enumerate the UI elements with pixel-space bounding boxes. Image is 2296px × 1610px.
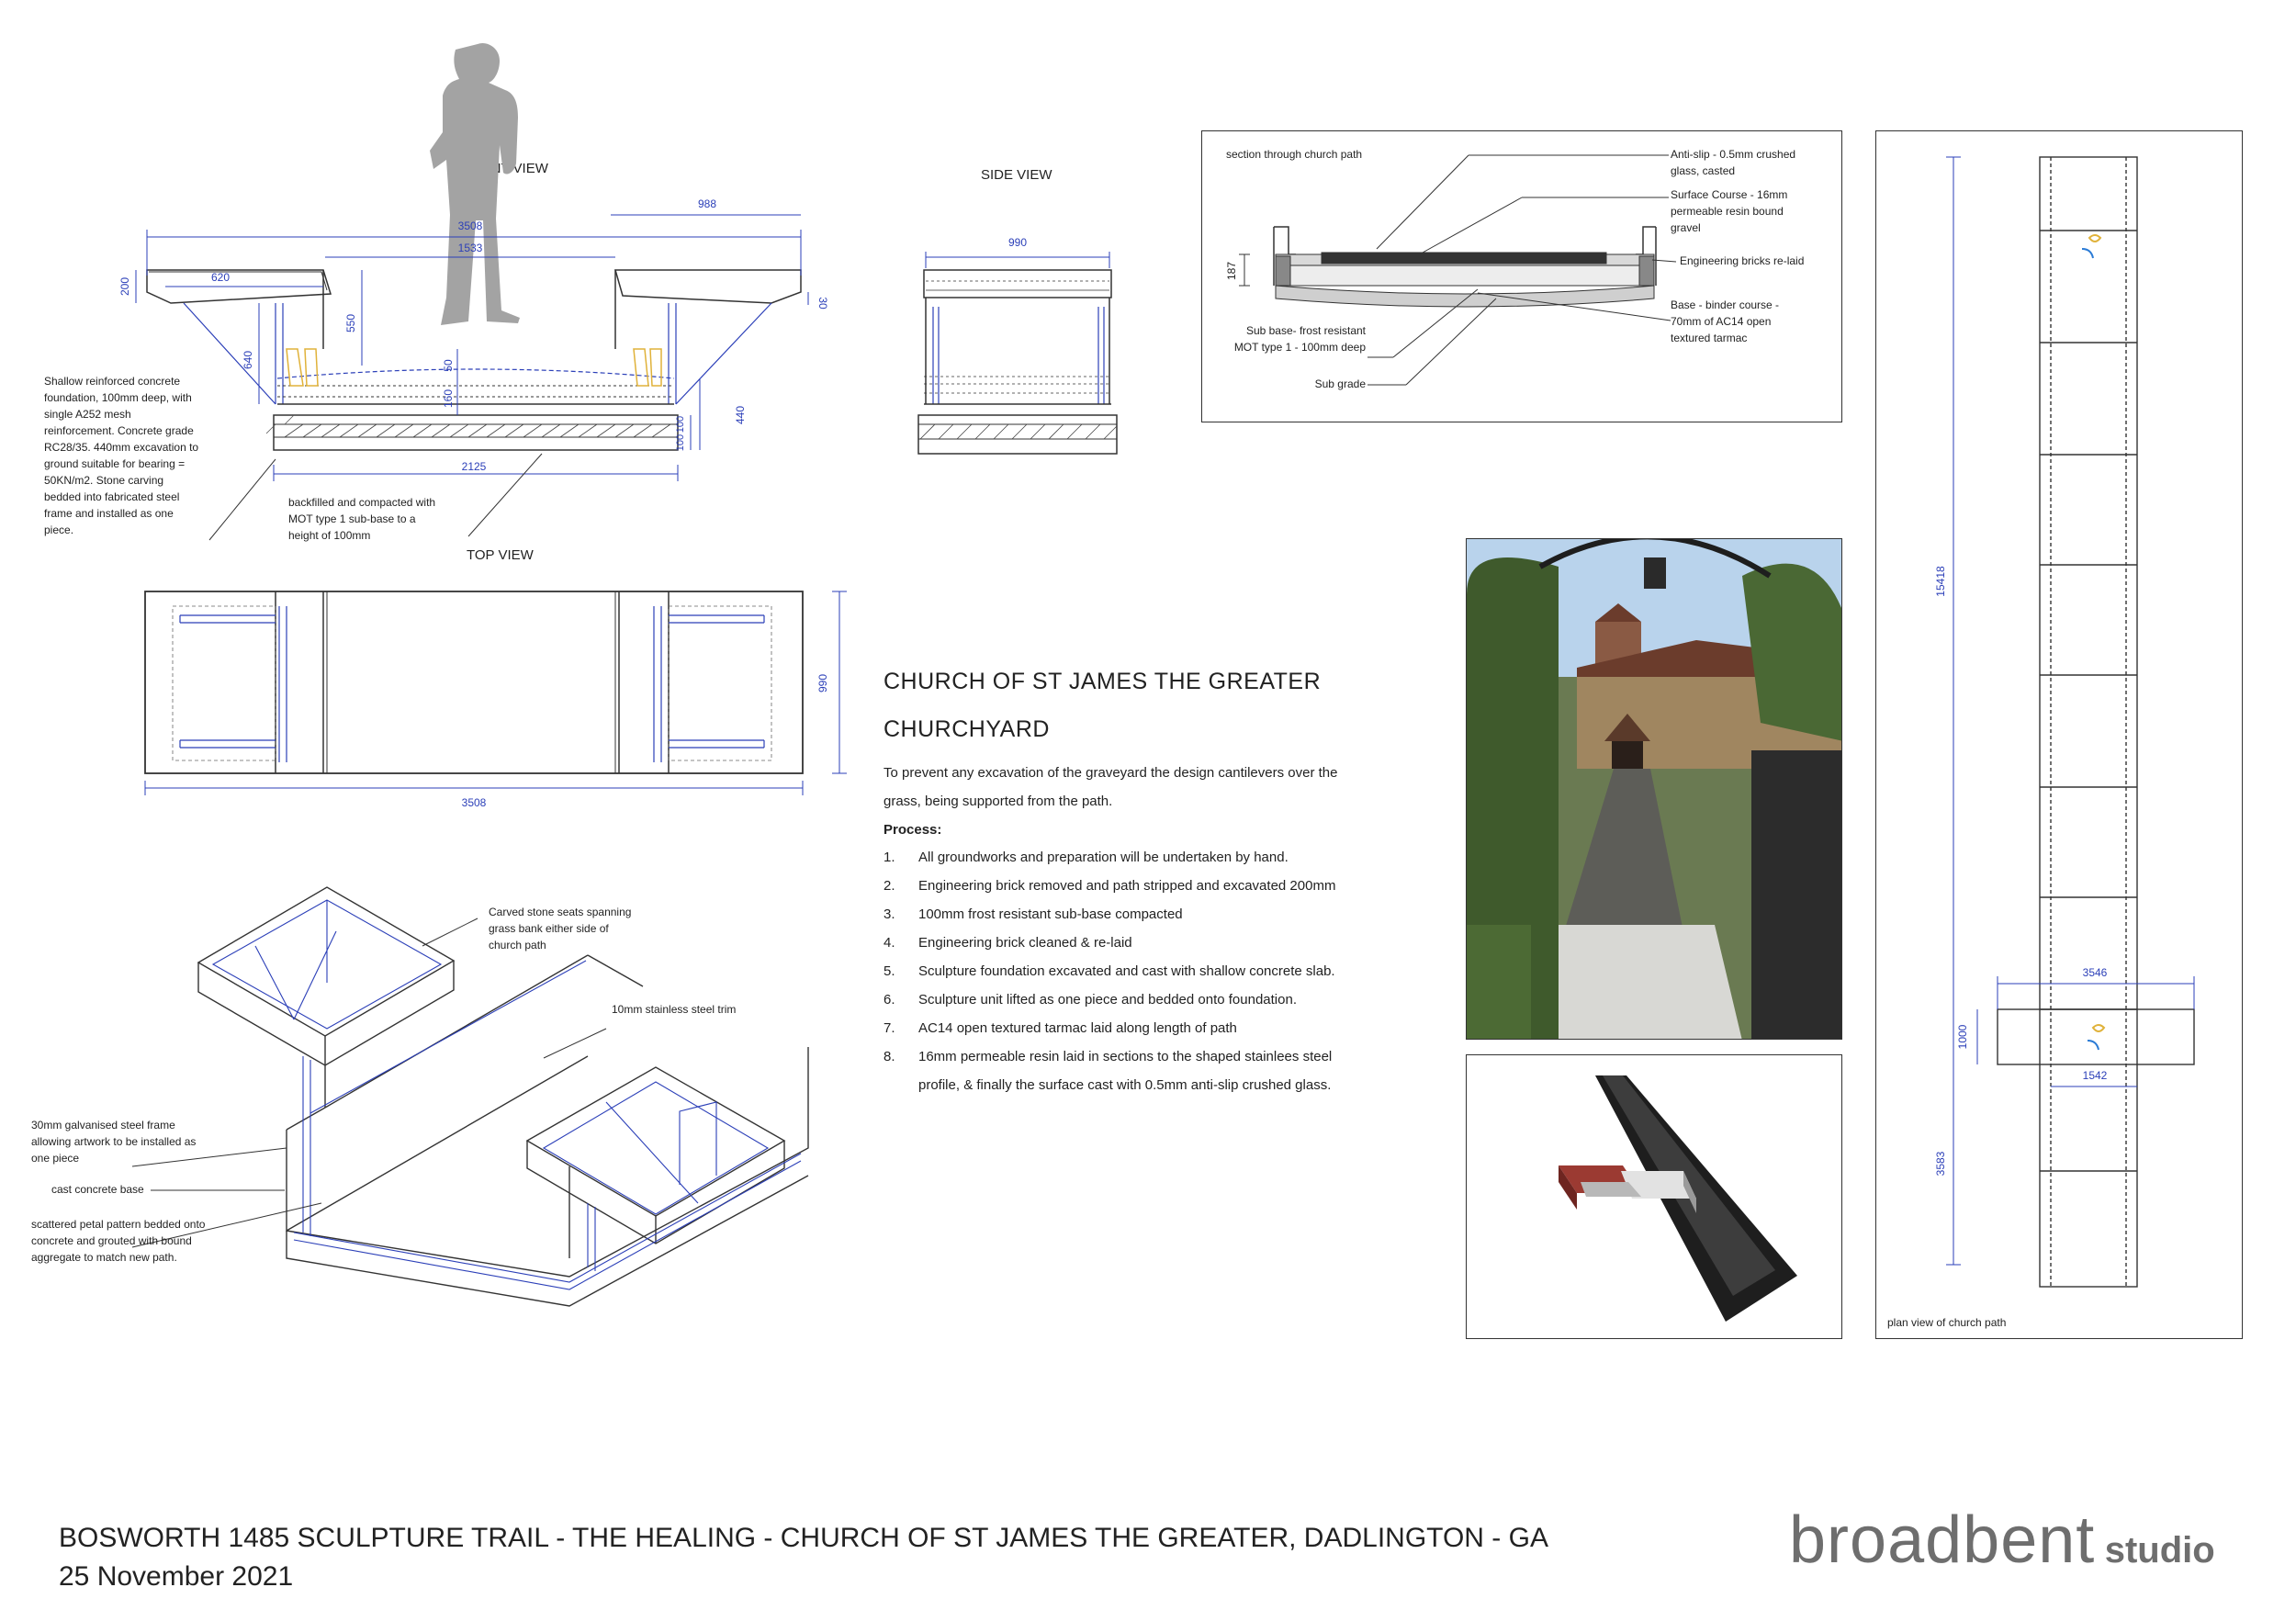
sub-base-label: Sub base- frost resistant MOT type 1 - 1… xyxy=(1233,324,1366,354)
brand-sub: studio xyxy=(2104,1530,2215,1571)
process-step: 5.Sculpture foundation excavated and cas… xyxy=(884,963,1335,979)
process-label: Process: xyxy=(884,822,942,838)
plan-dim-1000: 1000 xyxy=(1956,1024,1969,1049)
dim-160: 160 xyxy=(442,389,455,408)
brand-logo: broadbent studio xyxy=(1789,1503,2215,1578)
plan-title: plan view of church path xyxy=(1887,1316,2007,1329)
section-dim-187: 187 xyxy=(1225,262,1238,280)
dim-640: 640 xyxy=(242,351,254,369)
top-view-title: TOP VIEW xyxy=(467,547,534,563)
petal-label: scattered petal pattern bedded onto conc… xyxy=(31,1218,206,1264)
bricks-label: Engineering bricks re-laid xyxy=(1680,254,1805,267)
plan-drawing: 15418 3546 1000 1542 3583 xyxy=(1934,156,2195,1288)
plan-panel: 15418 3546 1000 1542 3583 plan view of c… xyxy=(1875,130,2243,1339)
dim-550: 550 xyxy=(344,314,357,332)
dim-100a: 100 xyxy=(675,416,686,433)
process-step: 3.100mm frost resistant sub-base compact… xyxy=(884,906,1183,922)
footer-date: 25 November 2021 xyxy=(59,1561,294,1592)
anti-slip-label: Anti-slip - 0.5mm crushed glass, casted xyxy=(1671,148,1796,177)
process-step: 1.All groundworks and preparation will b… xyxy=(884,850,1289,865)
concrete-base-label: cast concrete base xyxy=(51,1183,144,1196)
dim-2125: 2125 xyxy=(462,460,487,473)
sculpture-render-illustration xyxy=(1559,1075,1797,1322)
plan-dim-15418: 15418 xyxy=(1934,566,1947,597)
side-view-title: SIDE VIEW xyxy=(981,167,1052,183)
dim-620: 620 xyxy=(211,271,230,284)
process-step: 7.AC14 open textured tarmac laid along l… xyxy=(884,1020,1237,1036)
plan-dim-3583: 3583 xyxy=(1934,1151,1947,1176)
intro-text: To prevent any excavation of the graveya… xyxy=(884,765,1338,809)
section-panel: section through church path 187 Anti-sli… xyxy=(1201,130,1842,422)
dim-30: 30 xyxy=(816,297,829,310)
churchyard-photo xyxy=(1466,538,1842,1040)
process-step: 6.Sculpture unit lifted as one piece and… xyxy=(884,992,1297,1008)
top-dim-3508: 3508 xyxy=(462,796,487,809)
sub-grade-label: Sub grade xyxy=(1314,377,1366,390)
isometric-drawing xyxy=(131,886,809,1307)
top-dim-990: 990 xyxy=(816,674,829,692)
brand-main: broadbent xyxy=(1789,1503,2096,1577)
plan-seat-marker xyxy=(2088,234,2106,1032)
heading-line-2: CHURCHYARD xyxy=(884,716,1050,742)
front-view-drawing: 988 3508 1533 620 200 30 550 640 50 160 … xyxy=(118,42,829,541)
plan-dim-1542: 1542 xyxy=(2083,1069,2108,1082)
base-label: Base - binder course - 70mm of AC14 open… xyxy=(1671,298,1780,344)
dim-100b: 100 xyxy=(675,434,686,451)
dim-988: 988 xyxy=(698,197,716,210)
dim-3508: 3508 xyxy=(458,220,483,232)
heading-line-1: CHURCH OF ST JAMES THE GREATER xyxy=(884,669,1322,694)
steel-frame-label: 30mm galvanised steel frame allowing art… xyxy=(31,1119,197,1165)
process-step: 4.Engineering brick cleaned & re-laid xyxy=(884,935,1132,951)
plan-seat-marker-blue xyxy=(2081,248,2099,1051)
section-drawing: 187 xyxy=(1225,154,1677,386)
section-title: section through church path xyxy=(1226,148,1363,161)
sculpture-render xyxy=(1466,1054,1842,1339)
trim-label: 10mm stainless steel trim xyxy=(612,1003,737,1016)
human-figure-silhouette xyxy=(430,42,520,325)
surface-course-label: Surface Course - 16mm permeable resin bo… xyxy=(1671,188,1788,234)
foundation-note: Shallow reinforced concrete foundation, … xyxy=(44,375,199,536)
backfill-note: backfilled and compacted with MOT type 1… xyxy=(288,496,436,542)
process-step: 8.16mm permeable resin laid in sections … xyxy=(884,1049,1333,1093)
carved-stone-label: Carved stone seats spanning grass bank e… xyxy=(489,906,632,951)
dim-1533: 1533 xyxy=(458,242,483,254)
side-dim-990: 990 xyxy=(1008,236,1027,249)
process-steps: 1.All groundworks and preparation will b… xyxy=(884,843,1370,1099)
top-view-drawing: 3508 990 xyxy=(144,591,847,809)
churchyard-photo-illustration xyxy=(1467,539,1841,1039)
process-step: 2.Engineering brick removed and path str… xyxy=(884,878,1336,894)
footer-title: BOSWORTH 1485 SCULPTURE TRAIL - THE HEAL… xyxy=(59,1523,1548,1553)
dim-50: 50 xyxy=(442,359,455,372)
dim-200: 200 xyxy=(118,277,131,296)
side-view-drawing: 990 xyxy=(917,236,1118,455)
plan-dim-3546: 3546 xyxy=(2083,966,2108,979)
dim-440: 440 xyxy=(734,406,747,424)
